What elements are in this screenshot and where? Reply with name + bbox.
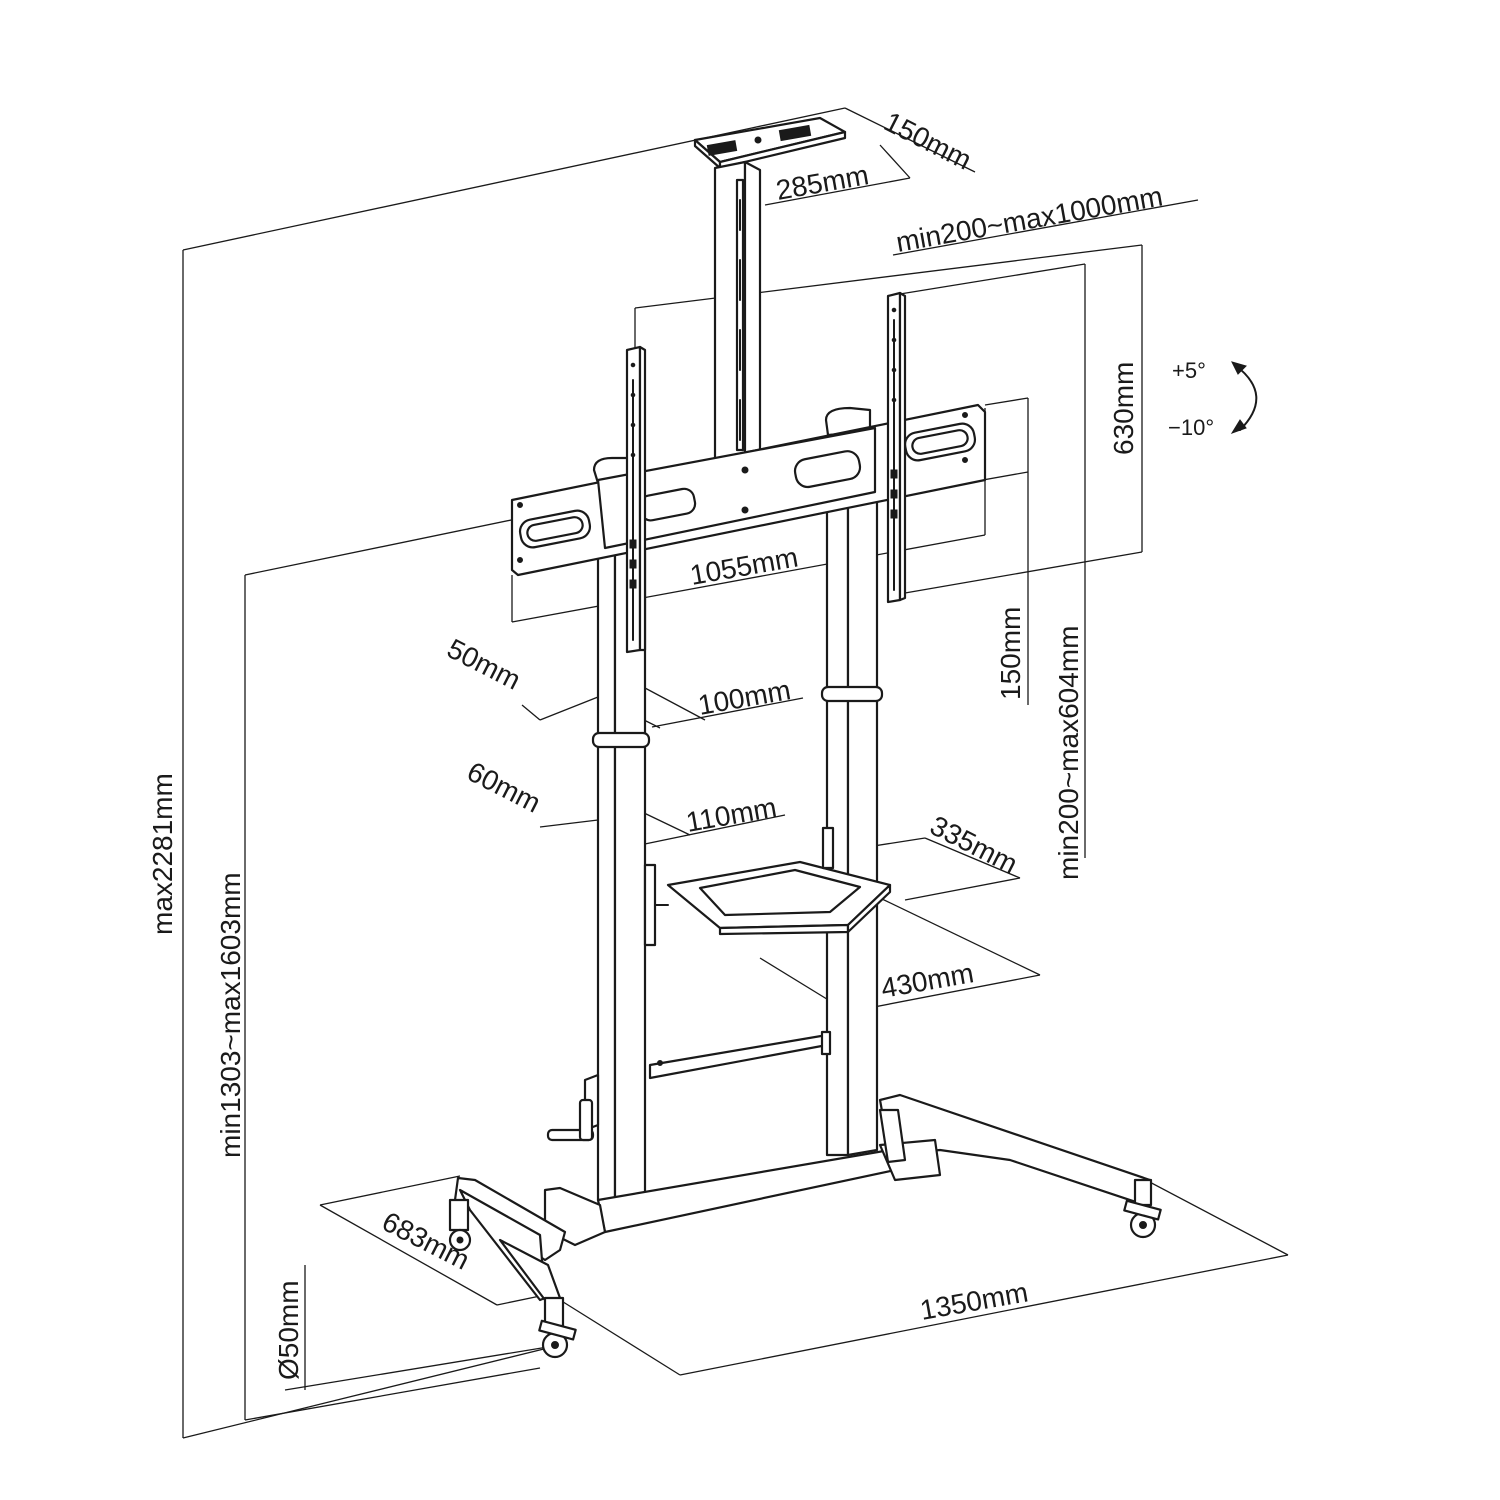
caster-left-rear [448, 1198, 472, 1252]
label-vesa-vertical-offset: 150mm [995, 607, 1026, 700]
label-max-height: max2281mm [147, 773, 178, 935]
left-vesa-arm [625, 345, 647, 654]
label-lower-column-width: 110mm [684, 792, 779, 838]
label-upper-column-width: 100mm [696, 674, 793, 721]
label-top-shelf-width: 285mm [774, 159, 871, 206]
top-camera-shelf [693, 116, 847, 170]
base-frame [453, 1093, 1152, 1302]
label-vesa-vertical: min200~max604mm [1053, 626, 1084, 880]
label-height-range: min1303~max1603mm [215, 872, 246, 1158]
right-column [820, 490, 884, 1157]
lower-crossbar [648, 1030, 832, 1080]
crank-handle [546, 1073, 600, 1142]
left-column [591, 470, 651, 1202]
label-tilt-down: −10° [1168, 415, 1214, 440]
label-top-shelf-depth: 150mm [879, 106, 976, 176]
label-shelf-depth: 335mm [925, 810, 1022, 880]
label-vesa-horizontal: min200~max1000mm [894, 180, 1165, 257]
label-caster-diameter: Ø50mm [273, 1280, 304, 1380]
tilt-arrow-icon [1230, 361, 1258, 434]
label-tilt-up: +5° [1172, 358, 1206, 383]
right-vesa-arm [886, 291, 907, 604]
label-base-width: 1350mm [918, 1276, 1031, 1325]
caster-right [1123, 1178, 1162, 1239]
label-lower-column-depth: 60mm [462, 756, 545, 819]
label-upper-column-depth: 50mm [442, 633, 525, 696]
caster-left-front [538, 1296, 577, 1359]
av-shelf [643, 826, 892, 947]
label-bracket-height: 630mm [1108, 362, 1139, 455]
label-bracket-width: 1055mm [688, 541, 801, 590]
camera-pole [713, 160, 762, 464]
